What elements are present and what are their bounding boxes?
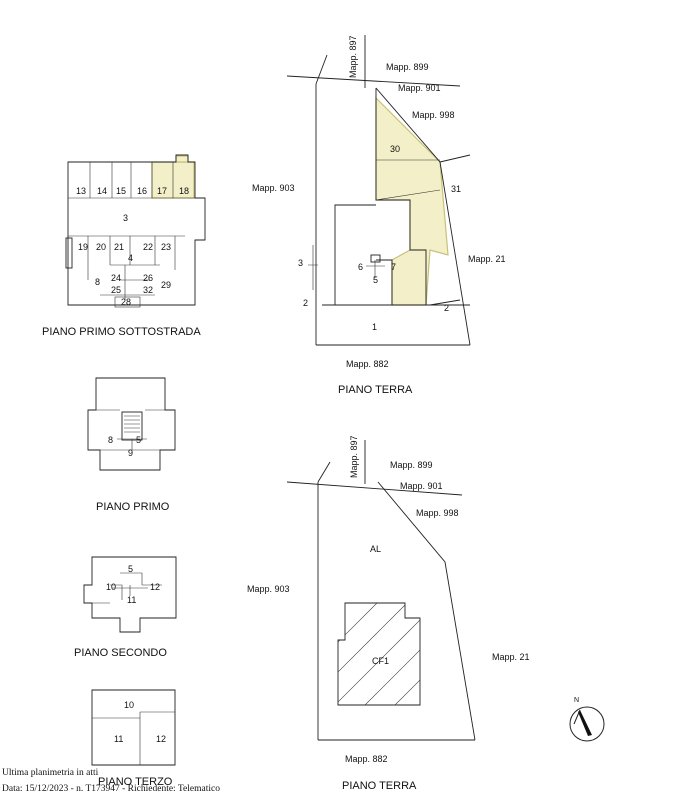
- unit-28: 28: [121, 297, 131, 307]
- unit-4: 4: [128, 253, 133, 263]
- unit-15: 15: [116, 186, 126, 196]
- secondo-unit-11: 11: [127, 595, 136, 605]
- mapp-899-label: Mapp. 899: [386, 62, 429, 72]
- mapp-21-label: Mapp. 21: [468, 254, 506, 264]
- terzo-internal: [92, 711, 175, 765]
- terra-top-internal: [315, 35, 427, 306]
- north-label: N: [574, 697, 579, 704]
- stair-left: [65, 237, 73, 269]
- area-al-label: AL: [370, 544, 381, 554]
- unit-21: 21: [114, 242, 124, 252]
- boundary-east-b: [377, 481, 476, 741]
- secondo-unit-12: 12: [150, 582, 160, 592]
- plan-piano-terzo: 10 11 12 PIANO TERZO: [91, 689, 176, 788]
- unit-17: 17: [157, 186, 167, 196]
- title-piano-secondo: PIANO SECONDO: [74, 647, 167, 659]
- highlight-bump: [175, 155, 189, 163]
- title-piano-primo-sottostrada: PIANO PRIMO SOTTOSTRADA: [42, 326, 201, 338]
- primo-unit-8: 8: [108, 435, 113, 445]
- unit-25: 25: [111, 285, 121, 295]
- plan-piano-primo: 8 5 9 PIANO PRIMO: [87, 377, 176, 513]
- unit-19: 19: [78, 242, 88, 252]
- mapp-21-label-b: Mapp. 21: [492, 652, 530, 662]
- unit-26: 26: [143, 273, 153, 283]
- mapp-903-label-b: Mapp. 903: [247, 584, 290, 594]
- unit-14: 14: [97, 186, 107, 196]
- title-piano-primo: PIANO PRIMO: [96, 501, 170, 513]
- boundary-north-b: [286, 481, 463, 496]
- mapp-901-label-b: Mapp. 901: [400, 481, 443, 491]
- mapp-998-label: Mapp. 998: [412, 110, 455, 120]
- unit-23: 23: [161, 242, 171, 252]
- unit-24: 24: [111, 273, 121, 283]
- mapp-882-label: Mapp. 882: [346, 359, 389, 369]
- plan-piano-primo-sottostrada: 13 14 15 16 17 18 3 19 20 21 22 23 4 8 2…: [42, 154, 206, 338]
- area-3-label: 3: [298, 258, 303, 268]
- stair-primo-steps: [117, 415, 147, 450]
- upper-units-grid: [68, 162, 195, 199]
- unit-8: 8: [95, 277, 100, 287]
- unit-13: 13: [76, 186, 86, 196]
- cf1-outline: [337, 602, 421, 706]
- area-2-right-label: 2: [444, 303, 449, 313]
- unit-3-corridor: 3: [123, 213, 128, 223]
- title-piano-terra-bottom: PIANO TERRA: [342, 780, 417, 792]
- primo-internal: [96, 409, 165, 451]
- primo-unit-5: 5: [136, 435, 141, 445]
- primo-unit-9: 9: [128, 448, 133, 458]
- terzo-unit-12: 12: [156, 734, 166, 744]
- unit-32: 32: [143, 285, 153, 295]
- area-5-label: 5: [373, 275, 378, 285]
- terzo-unit-10: 10: [124, 700, 134, 710]
- area-6-label: 6: [358, 262, 363, 272]
- mapp-903-label: Mapp. 903: [252, 183, 295, 193]
- secondo-unit-5: 5: [128, 564, 133, 574]
- unit-29: 29: [161, 280, 171, 290]
- unit-16: 16: [137, 186, 147, 196]
- building-outline: [322, 154, 471, 306]
- plan-piano-secondo: 5 10 12 11 PIANO SECONDO: [74, 556, 177, 659]
- secondo-unit-10: 10: [106, 582, 116, 592]
- terzo-unit-11: 11: [114, 734, 123, 744]
- footer-line-2: Data: 15/12/2023 - n. T173947 - Richiede…: [2, 784, 220, 794]
- unit-18: 18: [179, 186, 189, 196]
- mapp-901-label: Mapp. 901: [398, 83, 441, 93]
- mapp-882-label-b: Mapp. 882: [345, 754, 388, 764]
- area-30-label: 30: [390, 144, 400, 154]
- plan-piano-terra-top: Mapp. 897 Mapp. 899 Mapp. 901 Mapp. 998 …: [252, 35, 506, 396]
- secondo-outline: [83, 556, 177, 633]
- lower-units-grid: [68, 235, 185, 300]
- mapp-998-label-b: Mapp. 998: [416, 508, 459, 518]
- cf1-hatch: [338, 603, 420, 705]
- title-piano-terzo: PIANO TERZO: [98, 776, 173, 788]
- mapp-899-label-b: Mapp. 899: [390, 460, 433, 470]
- stair-center: [370, 254, 381, 263]
- area-31-label: 31: [451, 184, 461, 194]
- area-30-subdivision: [375, 159, 441, 201]
- secondo-internal: [92, 572, 162, 604]
- terzo-outline: [91, 689, 176, 766]
- boundary-north: [286, 75, 461, 87]
- cross-6-7: [366, 260, 385, 278]
- unit-28-box: [114, 296, 141, 308]
- area-cf1-label: CF1: [372, 656, 389, 666]
- left-bumps: [308, 245, 318, 290]
- area-2-left-label: 2: [303, 298, 308, 308]
- unit-20: 20: [96, 242, 106, 252]
- mapp-897-label-b: Mapp. 897: [349, 435, 359, 478]
- area-7-label: 7: [391, 262, 396, 272]
- footer-line-1: Ultima planimetria in atti: [2, 768, 99, 778]
- title-piano-terra-top: PIANO TERRA: [338, 384, 413, 396]
- area-1-label: 1: [372, 322, 377, 332]
- unit-22: 22: [143, 242, 153, 252]
- north-arrow-icon: N: [569, 697, 605, 742]
- plan-piano-terra-bottom: Mapp. 897 Mapp. 899 Mapp. 901 Mapp. 998 …: [247, 435, 530, 792]
- mapp-897-label: Mapp. 897: [348, 35, 358, 78]
- terra-bottom-internal: [317, 440, 366, 484]
